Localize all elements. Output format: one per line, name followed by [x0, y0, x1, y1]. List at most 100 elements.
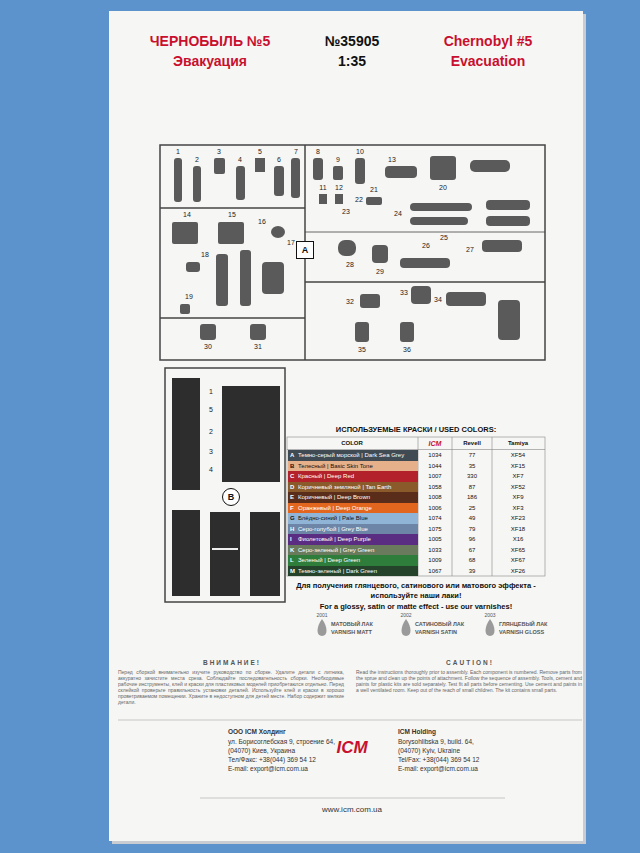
varnish-name: VARNISH MATT	[331, 629, 372, 636]
callout-number: 8	[316, 148, 320, 156]
table-heading: ИСПОЛЬЗУЕМЫЕ КРАСКИ / USED COLORS:	[336, 425, 496, 434]
caution-text: Read the instructions thoroughly prior t…	[356, 669, 582, 693]
paint-code: XF7	[512, 472, 523, 480]
callout-number: 19	[185, 293, 193, 301]
paint-code: 39	[469, 567, 476, 575]
callout-number: 23	[342, 208, 350, 216]
varnish-note: For a glossy, satin or matte effect - us…	[285, 602, 547, 612]
address-line: ICM Holding	[398, 727, 436, 736]
callout-number: 21	[370, 186, 378, 194]
column-header: Revell	[463, 439, 481, 448]
column-header: COLOR	[341, 439, 363, 448]
callout-number: 36	[403, 346, 411, 354]
callout-number: 1	[176, 148, 180, 156]
paint-code: 77	[469, 451, 476, 459]
paint-code: 1067	[428, 567, 441, 575]
callout-number: 18	[201, 251, 209, 259]
color-letter: M	[290, 567, 295, 575]
callout-number: 22	[355, 196, 363, 204]
paint-code: 186	[467, 493, 477, 501]
color-name: Зеленый | Deep Green	[298, 556, 360, 564]
callout-number: 9	[336, 156, 340, 164]
callout-number: 27	[466, 246, 474, 254]
subheading-ru: Эвакуация	[173, 53, 247, 69]
heading-en: Chernobyl #5	[444, 33, 533, 49]
address-line: ул. Борисоглебская 9, строение 64,	[228, 737, 335, 746]
callout-number: 33	[400, 289, 408, 297]
paint-code: 1044	[428, 462, 441, 470]
color-letter: G	[290, 514, 295, 522]
color-letter: I	[290, 535, 292, 543]
paint-code: 96	[469, 535, 476, 543]
callout-number: 13	[388, 156, 396, 164]
paint-code: 1007	[428, 472, 441, 480]
brand-logo: ICM	[336, 738, 367, 758]
color-letter: E	[290, 493, 294, 501]
color-letter: K	[290, 546, 294, 554]
callout-number: 25	[440, 234, 448, 242]
paint-code: 67	[469, 546, 476, 554]
color-letter: C	[290, 472, 294, 480]
varnish-code: 2003	[484, 612, 495, 618]
callout-number: 24	[394, 210, 402, 218]
paint-code: XF65	[511, 546, 525, 554]
paint-code: XF52	[511, 483, 525, 491]
callout-number: 4	[238, 156, 242, 164]
color-name: Темно-серый морской | Dark Sea Grey	[298, 451, 404, 459]
callout-number: 30	[204, 343, 212, 351]
callout-number: 34	[434, 296, 442, 304]
callout-number: 17	[287, 239, 295, 247]
color-name: Блёдно-синий | Pale Blue	[298, 514, 368, 522]
paint-code: 49	[469, 514, 476, 522]
sprue-letter: A	[302, 245, 309, 255]
callout-number: 5	[258, 148, 262, 156]
paint-code: X16	[513, 535, 524, 543]
paint-code: 25	[469, 504, 476, 512]
callout-number: 14	[183, 211, 191, 219]
paint-code: 1075	[428, 525, 441, 533]
varnish-name: МАТОВЫЙ ЛАК	[331, 621, 373, 628]
paint-code: XF15	[511, 462, 525, 470]
callout-number: 10	[356, 148, 364, 156]
address-line: E-mail: export@icm.com.ua	[228, 764, 308, 773]
callout-number: 26	[422, 242, 430, 250]
color-name: Серо-зеленый | Grey Green	[298, 546, 374, 554]
paint-code: 1074	[428, 514, 441, 522]
callout-number: 28	[346, 261, 354, 269]
callout-number: 1	[209, 388, 213, 396]
callout-number: 15	[228, 211, 236, 219]
paint-code: XF9	[512, 493, 523, 501]
callout-number: 5	[209, 406, 213, 414]
paint-code: XF26	[511, 567, 525, 575]
sprue-letter-circle: B	[222, 488, 240, 506]
address-line: (04070) Киев, Украина	[228, 746, 295, 755]
callout-number: 4	[209, 466, 213, 474]
paint-code: 68	[469, 556, 476, 564]
paint-code: XF3	[512, 504, 523, 512]
caution-text: Перед сборкой внимательно изучите руково…	[118, 669, 344, 705]
address-line: ООО ICM Холдинг	[228, 727, 286, 736]
callout-number: 3	[217, 148, 221, 156]
kit-number: №35905	[325, 33, 380, 49]
paint-code: 1009	[428, 556, 441, 564]
color-name: Коричневый | Deep Brown	[298, 493, 370, 501]
callout-number: 32	[346, 298, 354, 306]
paint-code: 87	[469, 483, 476, 491]
heading-ru: ЧЕРНОБЫЛЬ №5	[150, 33, 270, 49]
callout-number: 31	[254, 343, 262, 351]
paint-code: 330	[467, 472, 477, 480]
varnish-name: САТИНОВЫЙ ЛАК	[415, 621, 464, 628]
varnish-name: ГЛЯНЦЕВЫЙ ЛАК	[499, 621, 547, 628]
color-letter: L	[290, 556, 294, 564]
address-line: Borysohlibska 9, build. 64,	[398, 737, 474, 746]
color-name: Телесный | Basic Skin Tone	[298, 462, 373, 470]
sprue-letter: B	[228, 492, 235, 502]
callout-number: 2	[195, 156, 199, 164]
address-line: (04070) Kyiv, Ukraine	[398, 746, 460, 755]
color-name: Оранжевый | Deep Orange	[298, 504, 372, 512]
callout-number: 20	[439, 184, 447, 192]
varnish-name: VARNISH SATIN	[415, 629, 457, 636]
color-name: Серо-голубой | Grey Blue	[298, 525, 368, 533]
paint-code: 35	[469, 462, 476, 470]
caution-heading: ВНИМАНИЕ!	[203, 659, 261, 667]
